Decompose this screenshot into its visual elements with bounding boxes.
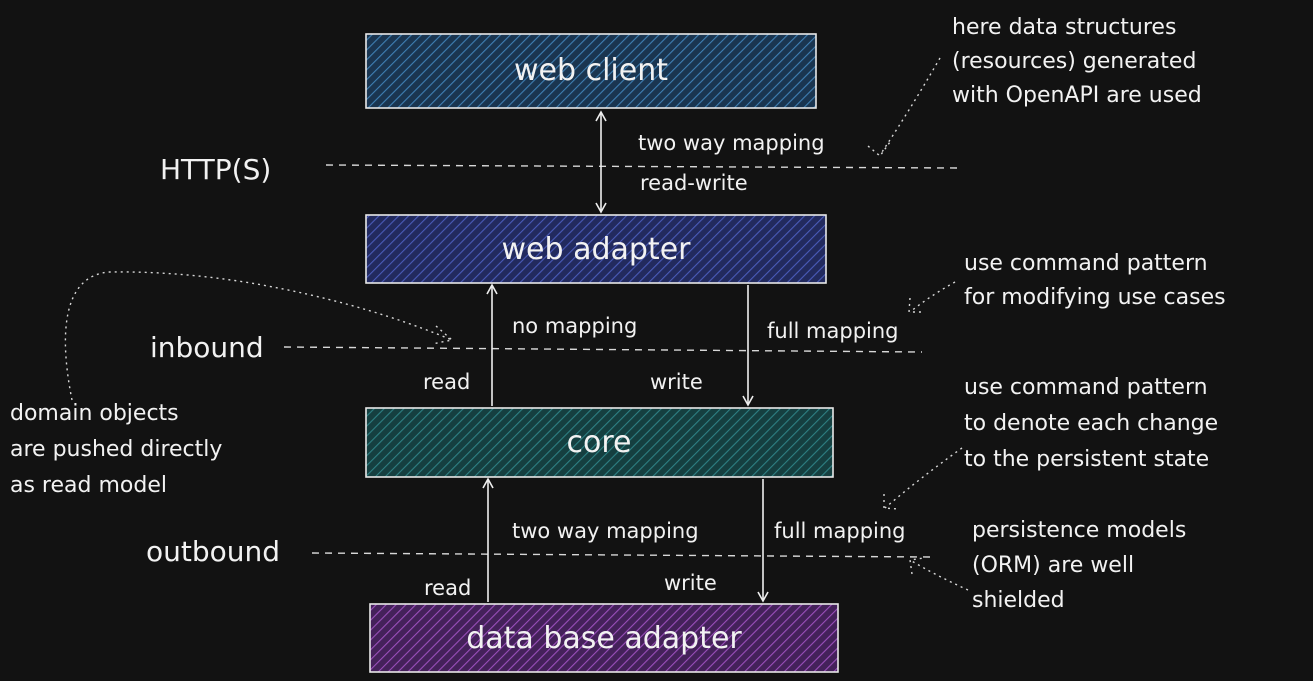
note-persistence: persistence models (ORM) are well shield… — [972, 518, 1186, 613]
edge-label-write-outbound: write — [664, 571, 717, 595]
note-command-modify: use command pattern for modifying use ca… — [964, 251, 1226, 310]
edge-label-read-outbound: read — [424, 576, 471, 600]
note-line: shielded — [972, 588, 1065, 613]
box-web-adapter-label: web adapter — [502, 232, 692, 267]
note-line: domain objects — [10, 401, 179, 426]
leader-persistence — [909, 559, 969, 591]
note-line: persistence models — [972, 518, 1186, 543]
note-command-change: use command pattern to denote each chang… — [964, 375, 1218, 472]
leader-openapi-head — [867, 141, 891, 158]
note-openapi: here data structures (resources) generat… — [952, 15, 1202, 108]
leader-command-change — [884, 447, 963, 509]
edge-label-two-way-mapping-top: two way mapping — [638, 131, 825, 155]
box-web-adapter: web adapter — [365, 214, 827, 284]
leader-domain-objects-head — [431, 325, 454, 345]
note-line: as read model — [10, 473, 167, 498]
note-domain-objects: domain objects are pushed directly as re… — [10, 401, 222, 498]
note-line: with OpenAPI are used — [952, 83, 1202, 108]
box-web-client-label: web client — [514, 53, 668, 88]
note-line: here data structures — [952, 15, 1176, 40]
leader-command-modify — [909, 281, 956, 313]
edge-label-read-inbound: read — [423, 370, 470, 394]
edge-label-read-write: read-write — [640, 171, 748, 195]
note-line: to denote each change — [964, 411, 1218, 436]
leader-openapi — [879, 57, 941, 156]
boundary-label-inbound: inbound — [150, 331, 264, 364]
note-line: for modifying use cases — [964, 285, 1226, 310]
box-core: core — [365, 407, 834, 478]
inbound-boundary-line — [283, 346, 923, 353]
boundary-label-outbound: outbound — [146, 535, 280, 568]
leader-command-modify-head — [908, 297, 923, 313]
leader-persistence-head — [909, 557, 925, 575]
edge-label-no-mapping: no mapping — [512, 314, 637, 338]
leader-command-change-head — [883, 494, 899, 510]
boundary-label-http: HTTP(S) — [160, 153, 271, 186]
note-line: (ORM) are well — [972, 553, 1134, 578]
note-line: are pushed directly — [10, 437, 222, 462]
box-web-client: web client — [365, 33, 817, 109]
box-data-base-adapter: data base adapter — [369, 603, 839, 673]
edge-label-full-mapping-inbound: full mapping — [767, 319, 899, 343]
box-core-label: core — [567, 425, 632, 460]
note-line: (resources) generated — [952, 49, 1196, 74]
note-line: to the persistent state — [964, 447, 1209, 472]
edge-label-write-inbound: write — [650, 370, 703, 394]
note-line: use command pattern — [964, 251, 1208, 276]
http-boundary-line — [325, 164, 959, 169]
edge-label-two-way-mapping-bottom: two way mapping — [512, 519, 699, 543]
outbound-boundary-line — [311, 552, 931, 558]
edge-label-full-mapping-outbound: full mapping — [774, 519, 906, 543]
note-line: use command pattern — [964, 375, 1208, 400]
leader-domain-objects — [64, 271, 453, 401]
box-data-base-adapter-label: data base adapter — [466, 621, 742, 656]
